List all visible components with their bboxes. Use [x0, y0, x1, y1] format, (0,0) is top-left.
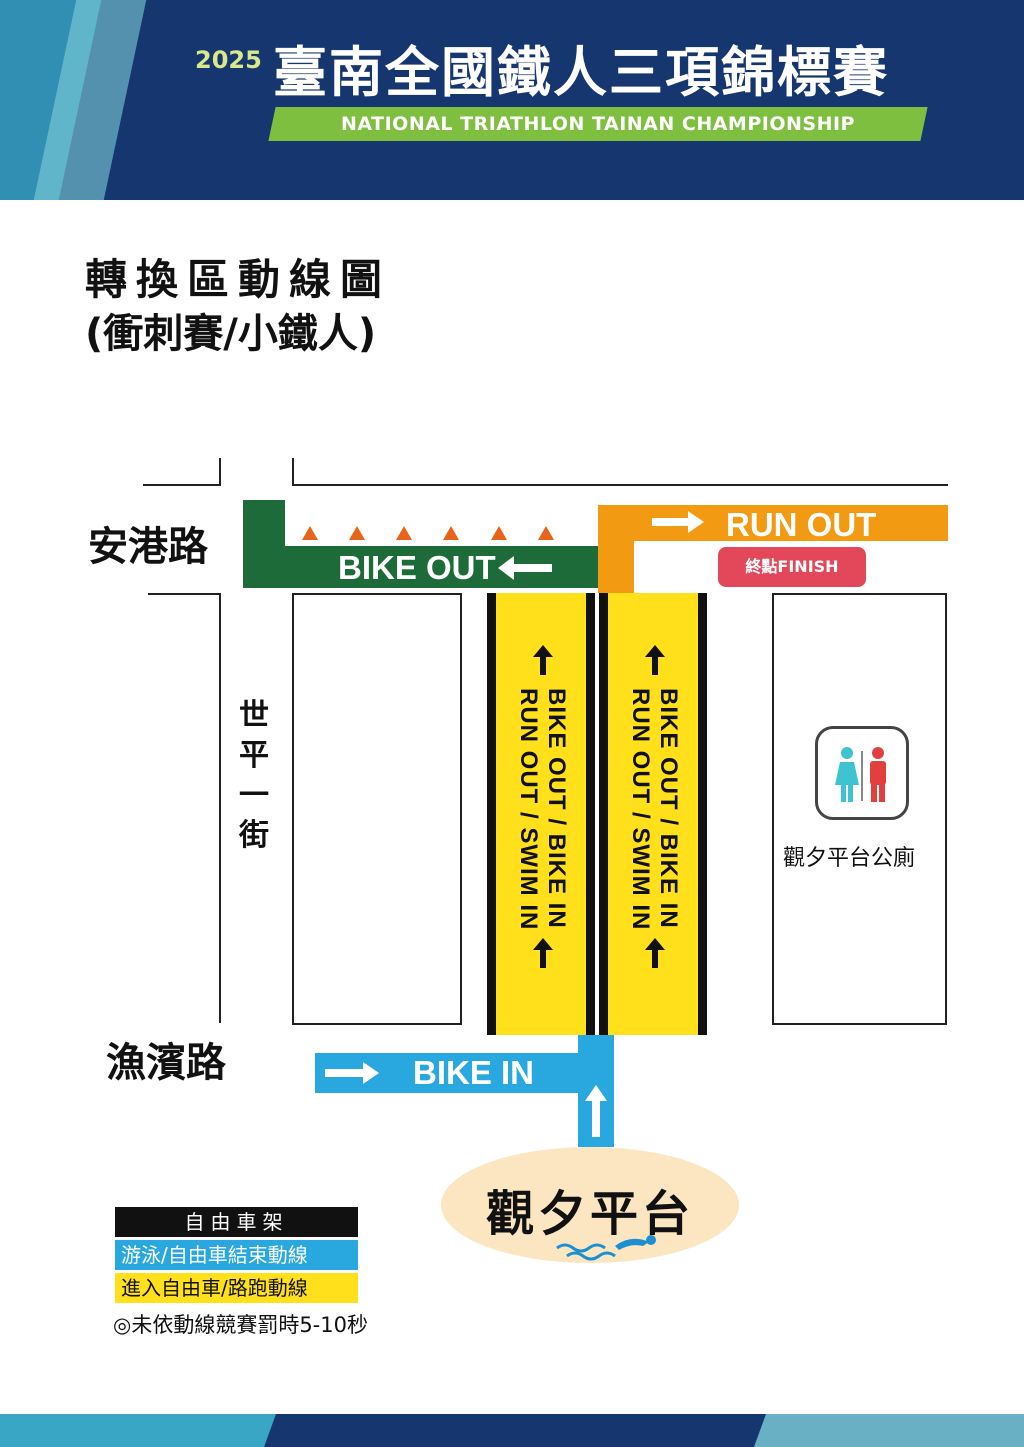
- street-outline: [148, 593, 221, 595]
- footer-decor-stripe: [0, 1414, 277, 1447]
- arrow-up-icon: [645, 645, 665, 675]
- lane-direction-text: BIKE OUT / BIKE IN RUN OUT / SWIM IN: [515, 688, 570, 931]
- sunset-platform-label: 觀夕平台: [485, 1186, 694, 1242]
- traffic-cone-icon: [491, 526, 507, 540]
- traffic-cone-icon: [396, 526, 412, 540]
- run-out-label: RUN OUT: [726, 506, 877, 543]
- finish-badge: 終點FINISH: [718, 547, 866, 587]
- legend-penalty-note: ◎未依動線競賽罰時5-10秒: [113, 1313, 368, 1337]
- run-out-route-segment: [598, 505, 634, 593]
- arrow-up-icon: [533, 645, 553, 675]
- arrow-left-icon: [498, 556, 552, 580]
- legend-item-bike-rack: 自由車架: [115, 1207, 358, 1237]
- traffic-cone-icon: [538, 526, 554, 540]
- footer-decor-stripe: [753, 1414, 1024, 1447]
- bike-out-label: BIKE OUT: [338, 549, 496, 586]
- arrow-up-icon: [645, 938, 665, 968]
- arrow-up-icon: [533, 938, 553, 968]
- bike-in-label: BIKE IN: [413, 1054, 535, 1091]
- header-subtitle: NATIONAL TRIATHLON TAINAN CHAMPIONSHIP: [341, 113, 855, 135]
- header-title: 臺南全國鐵人三項錦標賽: [273, 41, 889, 104]
- sunset-platform-area: [441, 1147, 739, 1263]
- traffic-cone-icon: [349, 526, 365, 540]
- arrow-up-icon: [585, 1085, 607, 1137]
- traffic-cone-icon: [302, 526, 318, 540]
- street-outline: [292, 458, 294, 486]
- footer-banner: [0, 1414, 1024, 1447]
- street-name-north: 安港路: [88, 524, 208, 570]
- page-subtitle: (衝刺賽/小鐵人): [85, 311, 377, 357]
- header-year: 2025: [195, 46, 262, 74]
- street-outline: [219, 458, 221, 486]
- city-block-left: [292, 593, 462, 1025]
- street-outline: [219, 593, 221, 1023]
- header-banner: 2025 臺南全國鐵人三項錦標賽 NATIONAL TRIATHLON TAIN…: [0, 0, 1024, 200]
- swimmer-icon: [556, 1235, 656, 1261]
- lane-direction-text: BIKE OUT / BIKE IN RUN OUT / SWIM IN: [627, 688, 682, 931]
- arrow-right-icon: [652, 511, 704, 533]
- restroom-icon: [815, 726, 909, 820]
- legend-item-bike-run-entry-route: 進入自由車/路跑動線: [115, 1273, 358, 1303]
- street-outline: [143, 484, 221, 486]
- page-title: 轉換區動線圖: [85, 255, 392, 304]
- street-outline: [292, 484, 948, 486]
- street-name-south: 漁濱路: [106, 1040, 226, 1086]
- arrow-right-icon: [325, 1062, 379, 1084]
- traffic-cone-icon: [443, 526, 459, 540]
- city-block-right: [772, 593, 947, 1025]
- legend-item-swim-bike-finish-route: 游泳/自由車結束動線: [115, 1240, 358, 1270]
- street-name-west: 世平一街: [239, 698, 269, 853]
- restroom-label: 觀夕平台公廁: [783, 846, 916, 871]
